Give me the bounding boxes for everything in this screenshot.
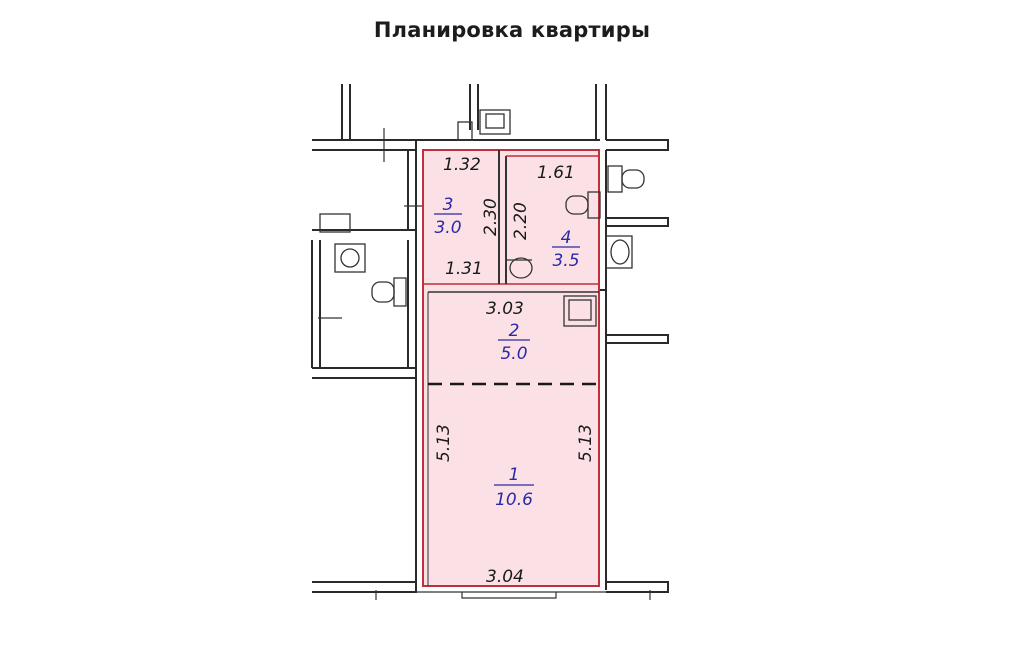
sink-icon	[457, 109, 511, 141]
dim-room3-side: 2.30	[481, 198, 501, 236]
building-walls	[311, 84, 669, 600]
dim-room3-bottom: 1.31	[445, 259, 483, 279]
room-area: 10.6	[495, 490, 533, 510]
sink-icon	[605, 235, 633, 269]
room-number: 1	[509, 465, 520, 485]
sink-icon	[563, 295, 597, 327]
toilet-icon	[607, 165, 645, 193]
apartment-outline	[422, 149, 600, 587]
room-label-4: 4 3.5	[552, 228, 580, 271]
dim-room1-right: 5.13	[576, 424, 596, 462]
room-number: 3	[443, 195, 454, 215]
fixtures	[319, 109, 645, 327]
page-title: Планировка квартиры	[373, 18, 651, 42]
room-label-3: 3 3.0	[434, 195, 462, 238]
room-label-1: 1 10.6	[494, 465, 534, 510]
dim-room3-top: 1.32	[443, 155, 481, 175]
room-number: 2	[509, 321, 520, 341]
toilet-icon	[565, 191, 601, 219]
dim-room1-bottom: 3.04	[486, 567, 524, 587]
dim-room2-top: 3.03	[486, 299, 524, 319]
sink-icon	[319, 213, 366, 273]
dim-room1-left: 5.13	[434, 424, 454, 462]
room-label-2: 2 5.0	[498, 321, 530, 364]
toilet-icon	[371, 277, 407, 307]
sink-icon	[506, 257, 533, 279]
room-number: 4	[561, 228, 572, 248]
dim-room4-side: 2.20	[511, 202, 531, 240]
dim-room4-top: 1.61	[537, 163, 575, 183]
room-area: 5.0	[500, 344, 527, 364]
room-area: 3.5	[552, 251, 579, 271]
room-area: 3.0	[434, 218, 461, 238]
